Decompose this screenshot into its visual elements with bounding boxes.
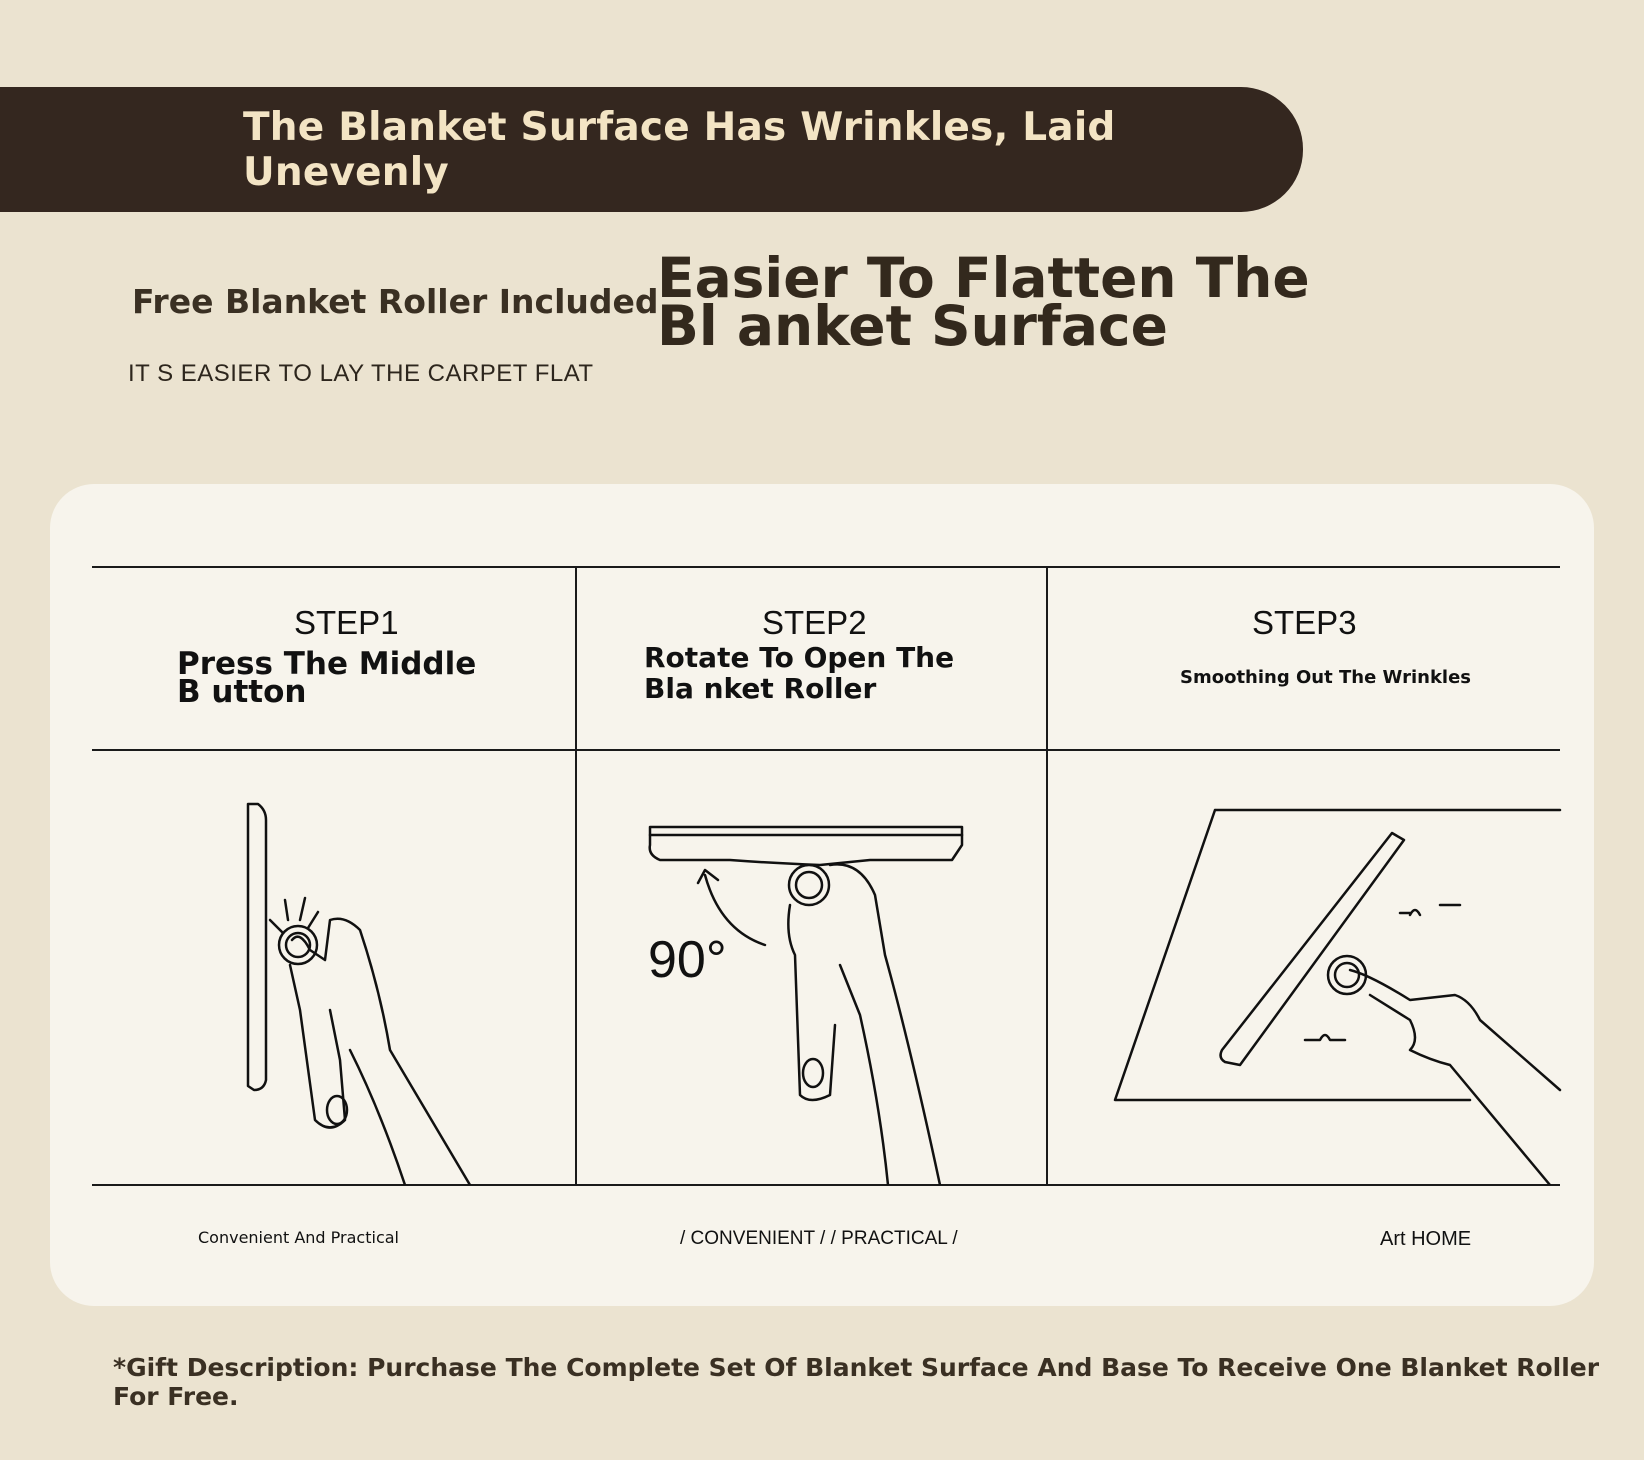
steps-card (50, 484, 1594, 1306)
step2-label: STEP2 (762, 604, 867, 641)
footer-left-text: Convenient And Practical (198, 1228, 399, 1247)
banner-title: The Blanket Surface Has Wrinkles, Laid U… (243, 104, 1116, 195)
divider (575, 566, 577, 1186)
step3-text: Smoothing Out The Wrinkles (1180, 667, 1472, 688)
angle-label: 90° (648, 931, 727, 989)
step2-text: Rotate To Open The Bla nket Roller (644, 641, 955, 705)
step1-label: STEP1 (294, 604, 399, 641)
smoothing-illustration (1113, 808, 1562, 1185)
footer-center-text: / CONVENIENT / / PRACTICAL / (680, 1228, 958, 1249)
gift-description: *Gift Description: Purchase The Complete… (113, 1353, 1600, 1411)
free-roller-label: Free Blanket Roller Included (132, 282, 659, 321)
press-button-illustration (246, 802, 472, 1185)
divider (1046, 566, 1048, 1186)
tagline: IT S EASIER TO LAY THE CARPET FLAT (128, 360, 594, 387)
rotate-illustration: 90° (648, 825, 964, 1185)
divider (92, 1184, 1560, 1186)
header-banner: The Blanket Surface Has Wrinkles, Laid U… (0, 87, 1303, 212)
flatten-heading: Easier To Flatten The Bl anket Surface (657, 246, 1310, 358)
step3-label: STEP3 (1252, 604, 1357, 641)
brand-text: Art HOME (1380, 1228, 1472, 1250)
step1-text: Press The Middle B utton (177, 646, 477, 710)
divider (92, 749, 1560, 751)
divider (92, 566, 1560, 568)
